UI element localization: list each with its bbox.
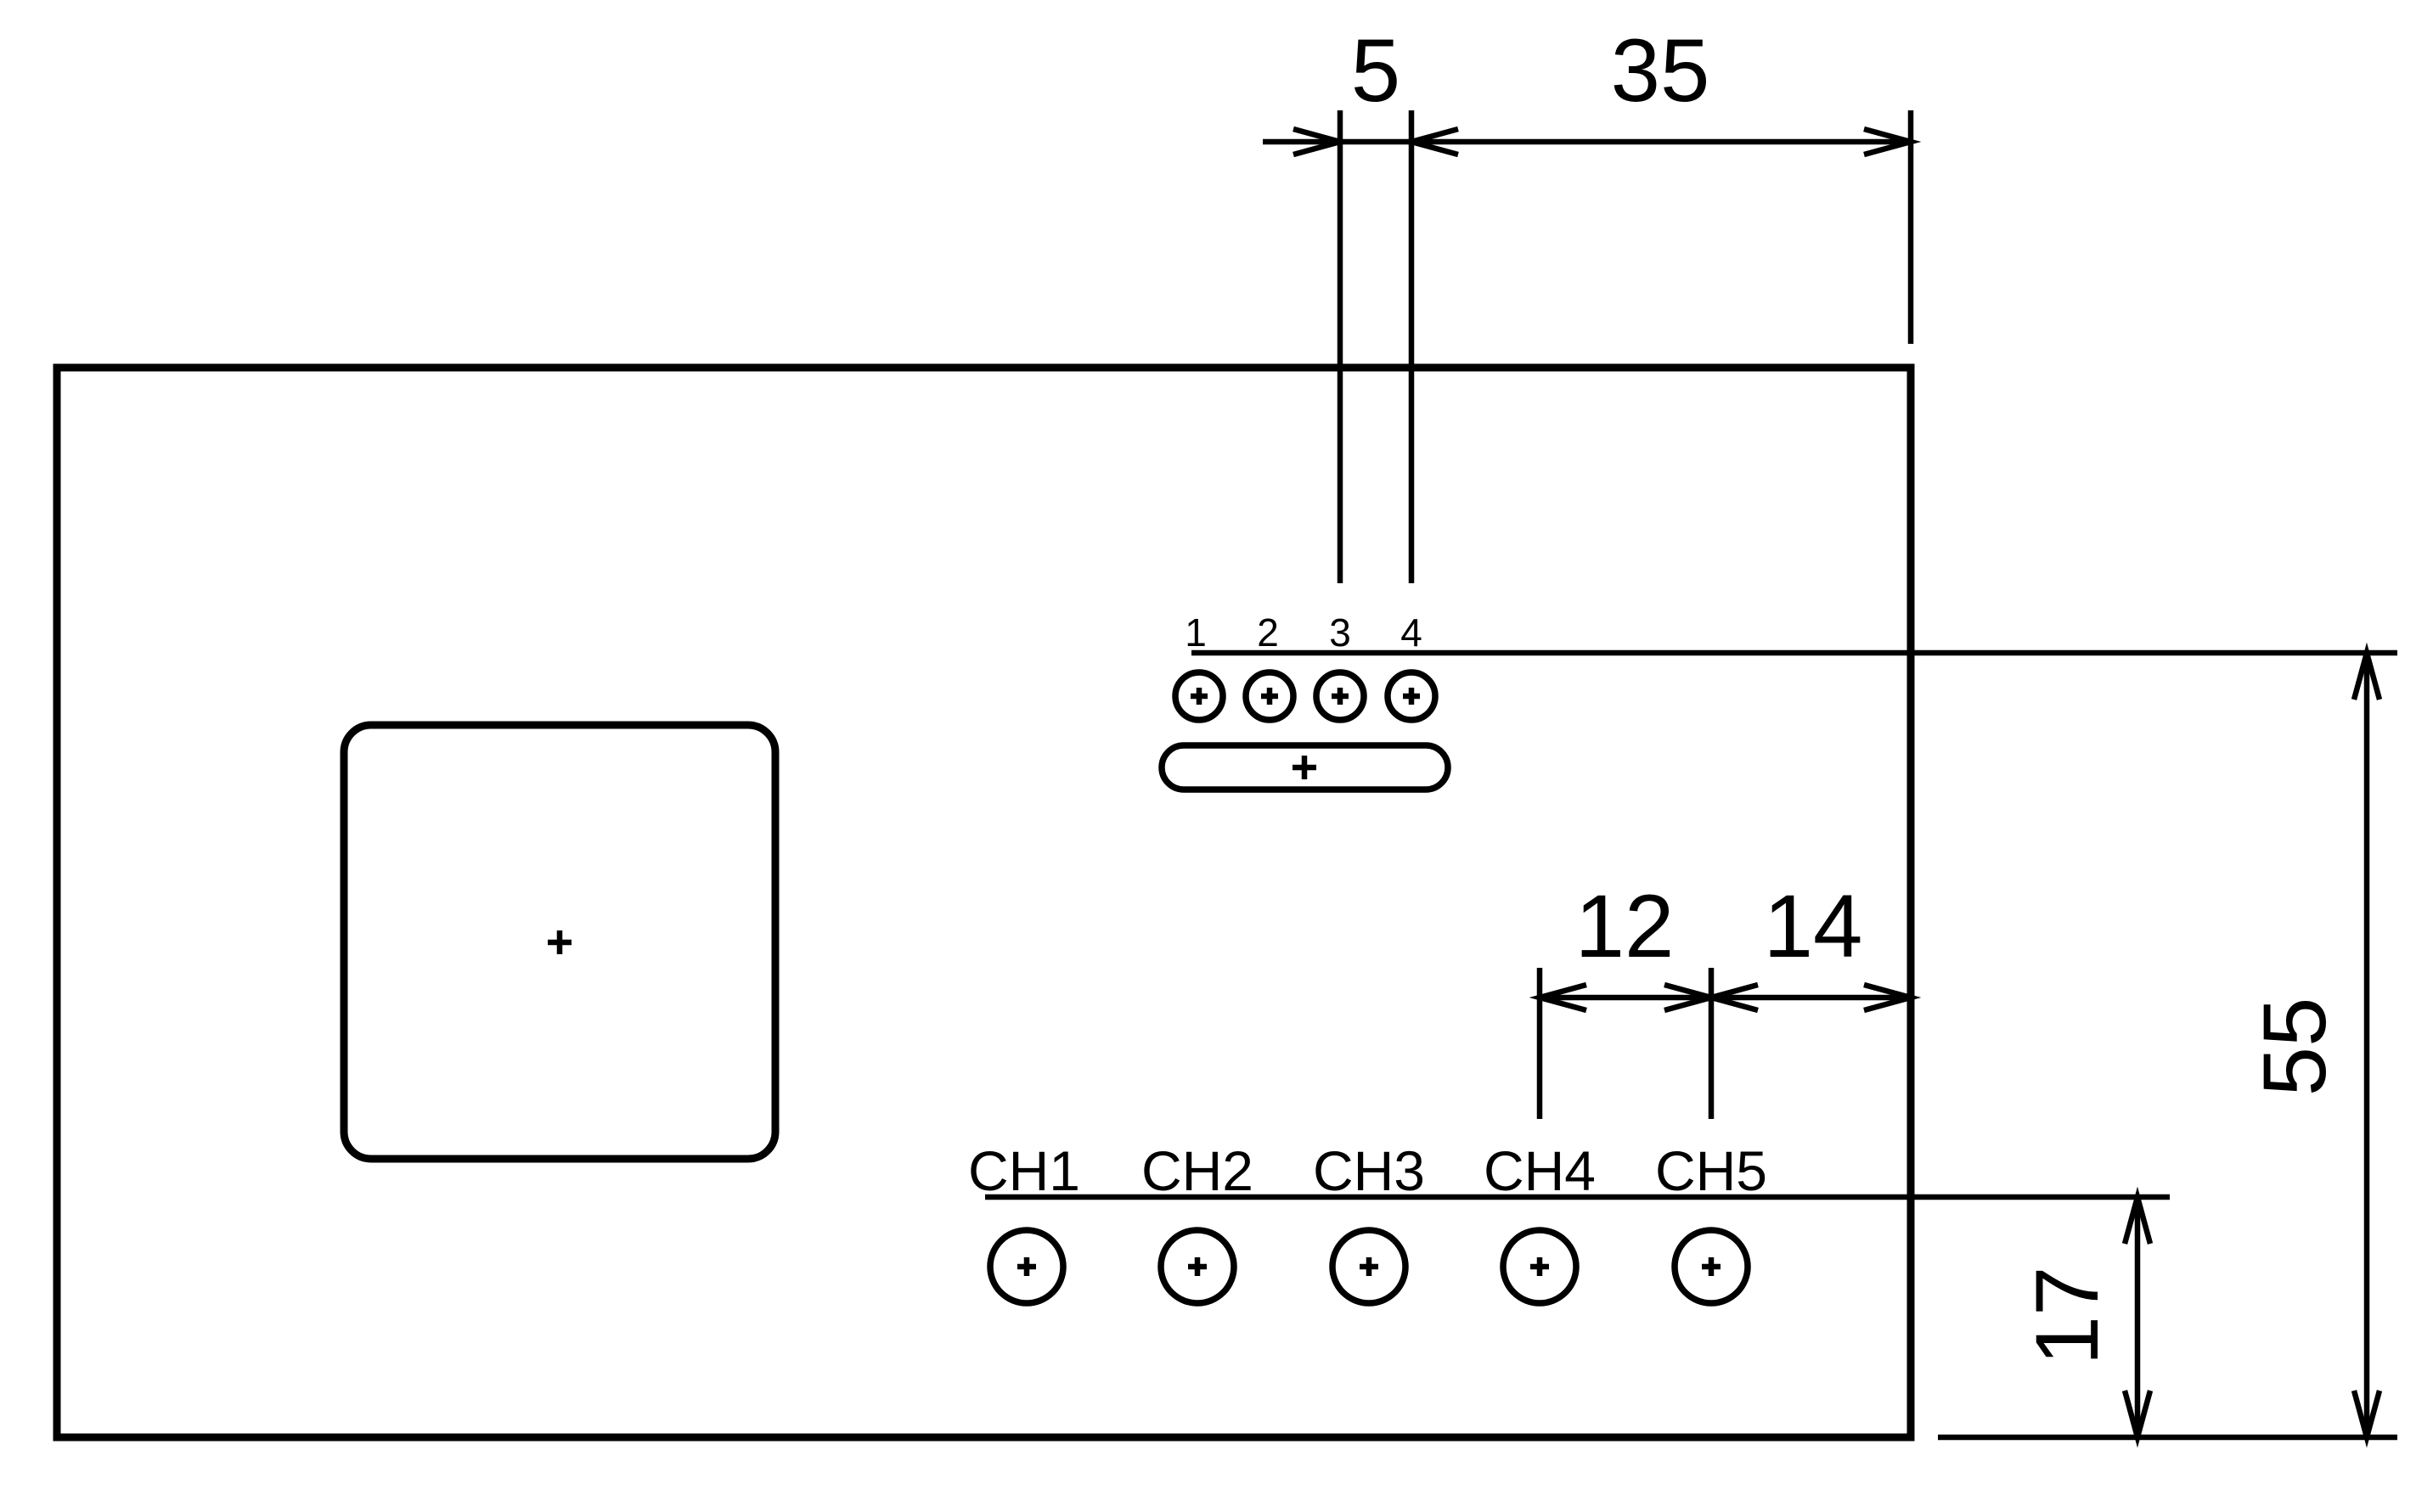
ch3-label: CH3: [1313, 1139, 1425, 1202]
display-cutout: [340, 721, 780, 1163]
dim-17-label: 17: [2018, 1267, 2117, 1366]
dim-55-label: 55: [2245, 998, 2345, 1097]
indicator-hole-4: [1384, 669, 1439, 723]
arrowhead-right-at-edge-top: [1863, 126, 1922, 158]
indicator-hole-1: [1172, 669, 1226, 723]
dim-12-label: 12: [1575, 877, 1675, 976]
dim-5-label: 5: [1351, 21, 1400, 121]
dim-14-label: 14: [1764, 877, 1863, 976]
slot-center-mark: [1293, 756, 1316, 779]
ch2-label: CH2: [1141, 1139, 1253, 1202]
ch2-hole: [1157, 1227, 1237, 1307]
panel-outline: [53, 363, 1915, 1442]
ch5-label: CH5: [1655, 1139, 1767, 1202]
indicator-hole-3: [1313, 669, 1367, 723]
hole-label-2: 2: [1257, 610, 1279, 655]
ch1-label: CH1: [968, 1139, 1080, 1202]
arrowhead-up-17: [2121, 1186, 2154, 1245]
ch3-hole: [1329, 1227, 1409, 1307]
arrowhead-right-at-hole3: [1293, 126, 1351, 158]
ch1-hole: [987, 1227, 1067, 1307]
hole-label-1: 1: [1185, 610, 1207, 655]
arrowhead-up-55: [2351, 642, 2383, 700]
display-cutout-center-mark: [548, 930, 572, 954]
arrowhead-left-at-hole4: [1400, 126, 1459, 158]
arrowhead-down-17: [2121, 1390, 2154, 1448]
slot-cutout: [1158, 742, 1451, 793]
ch5-hole: [1671, 1227, 1751, 1307]
dim-35-label: 35: [1611, 21, 1710, 121]
arrowhead-down-55: [2351, 1390, 2383, 1448]
indicator-hole-2: [1242, 669, 1297, 723]
hole-label-3: 3: [1329, 610, 1351, 655]
arrowhead-left-at-ch4: [1529, 981, 1587, 1014]
ch4-hole: [1500, 1227, 1580, 1307]
arrowhead-right-at-edge-mid: [1863, 981, 1922, 1014]
ch4-label: CH4: [1484, 1139, 1596, 1202]
hole-label-4: 4: [1400, 610, 1422, 655]
arrowhead-left-at-ch5: [1700, 981, 1759, 1014]
